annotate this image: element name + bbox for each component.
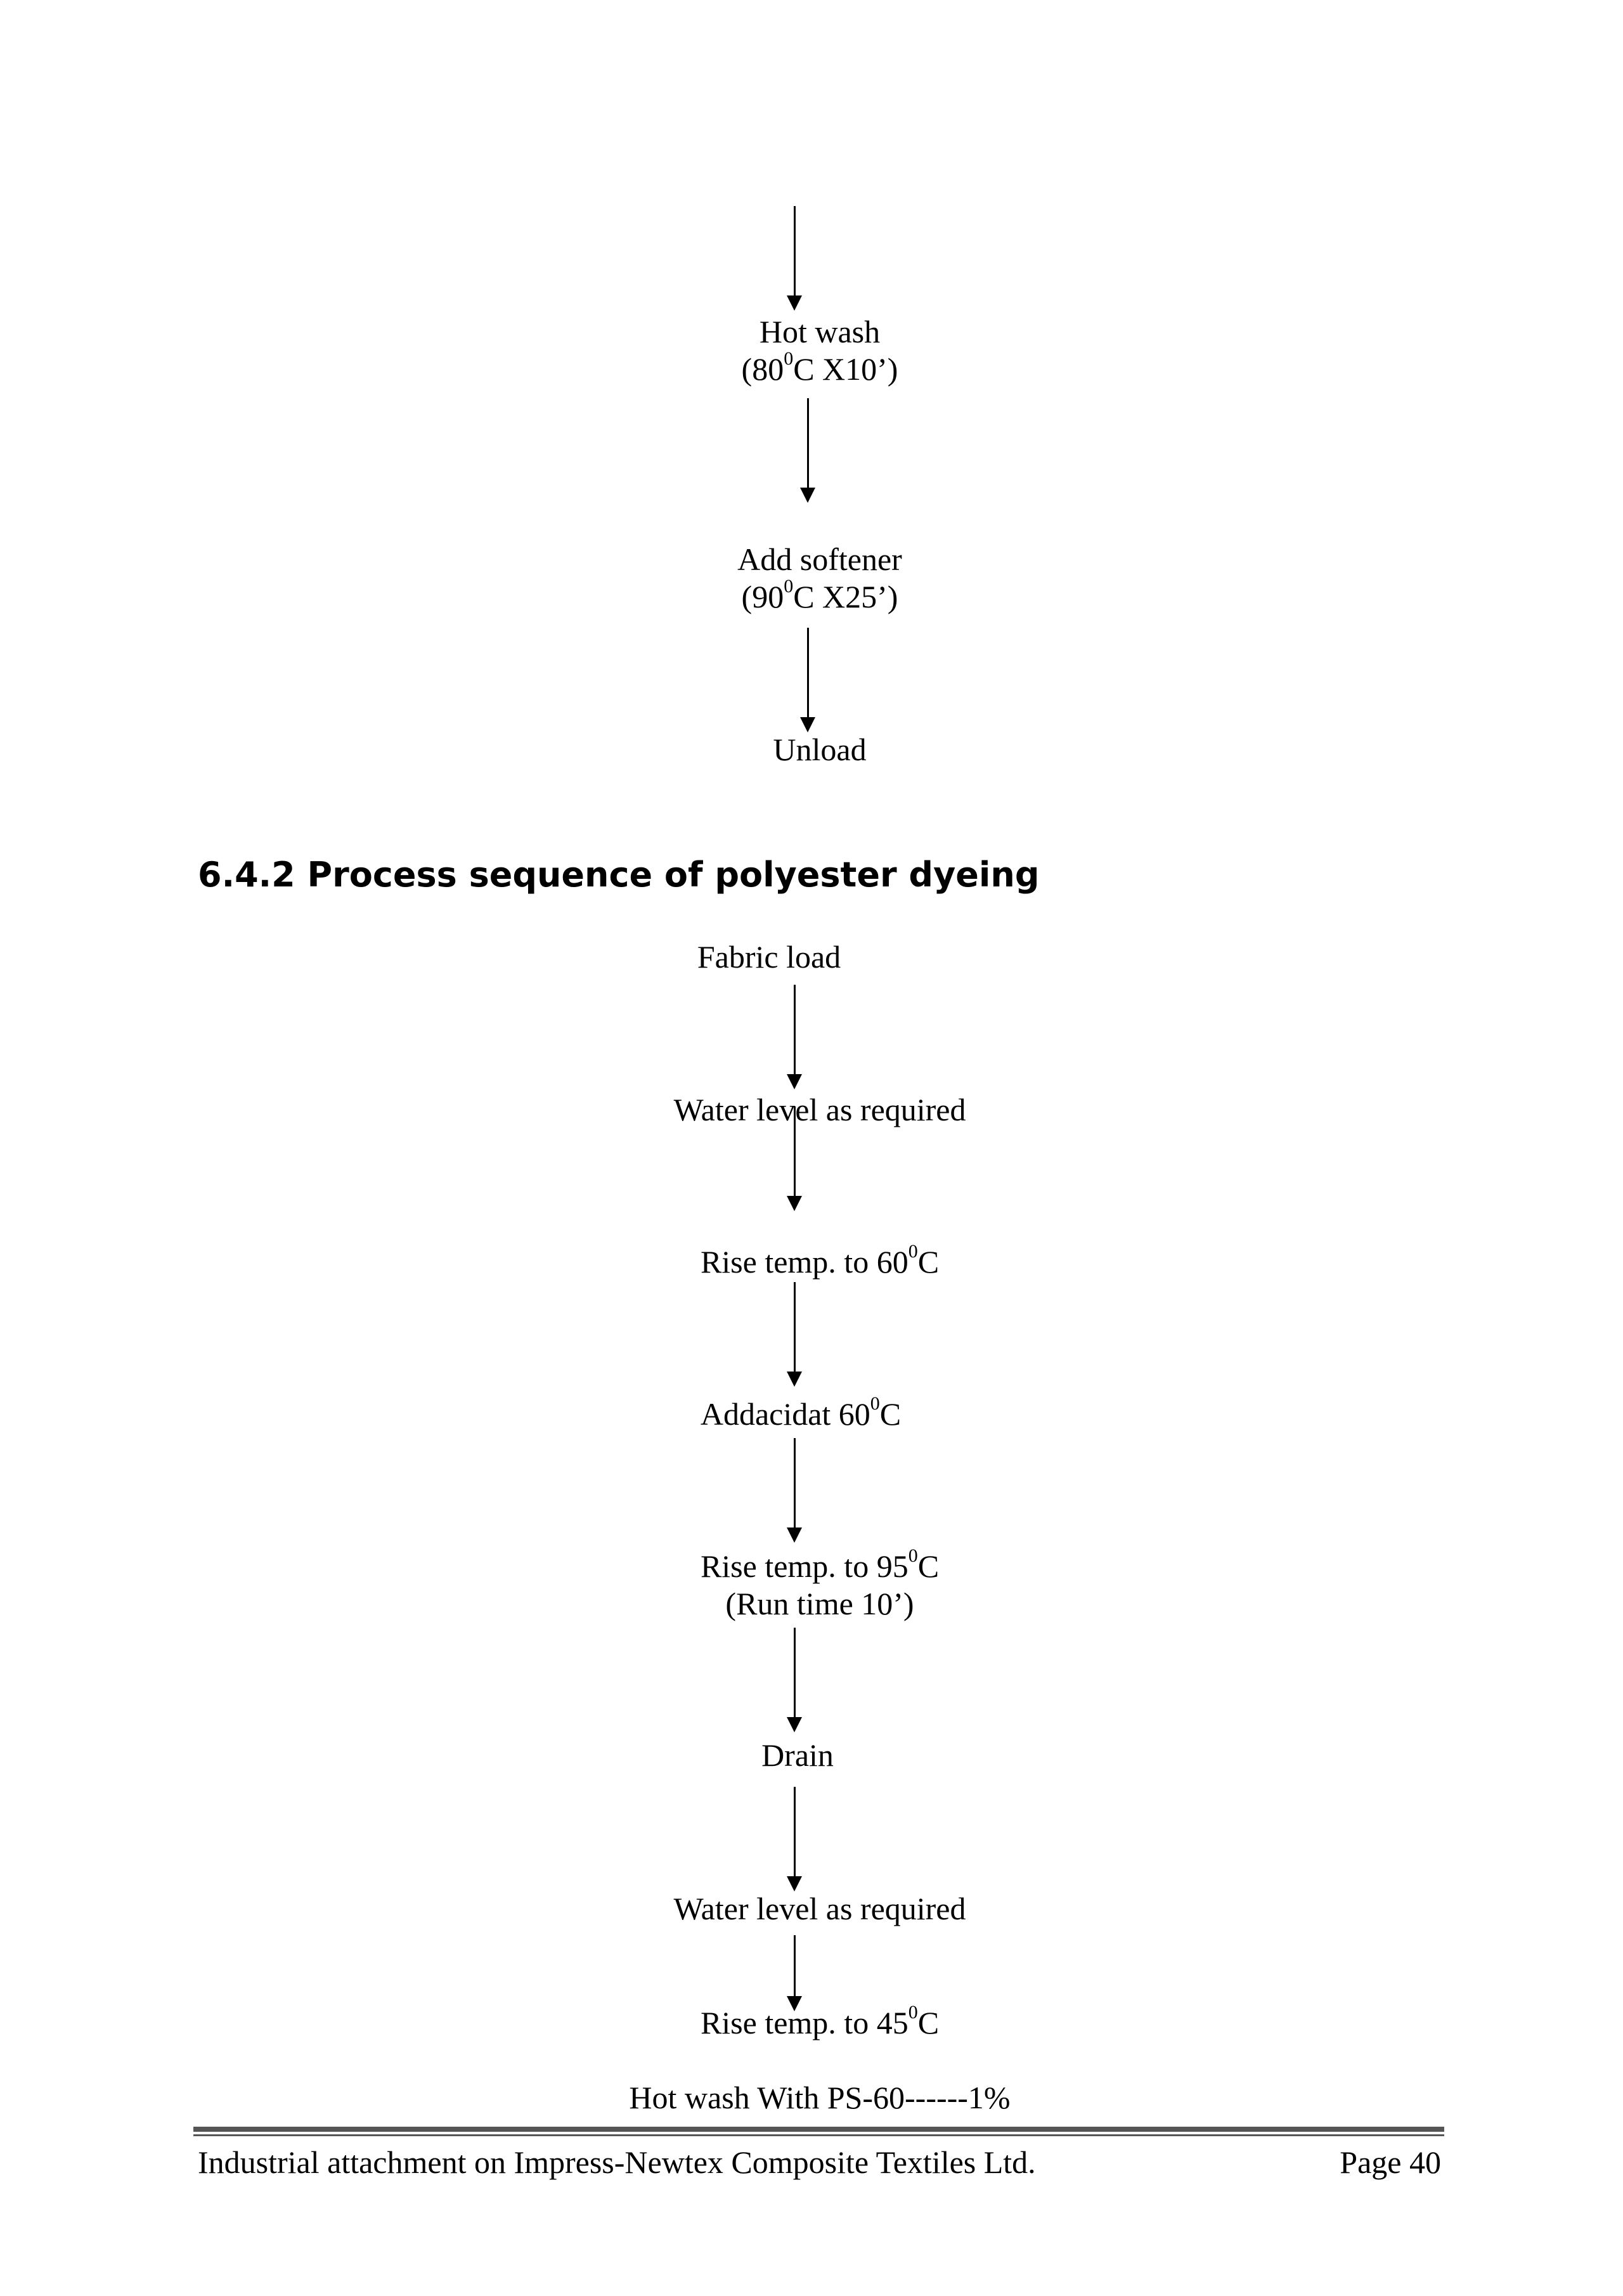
section-heading: 6.4.2 Process sequence of polyester dyei… bbox=[198, 855, 1040, 895]
step-fabric-load: Fabric load bbox=[697, 939, 841, 975]
step-rise-temp-60: Rise temp. to 600C bbox=[700, 1241, 940, 1280]
step-add-acid: Addacidat 600C bbox=[700, 1393, 902, 1432]
flow-arrow bbox=[785, 1282, 804, 1387]
flow-arrow bbox=[785, 206, 804, 311]
footer-rule bbox=[193, 2127, 1444, 2132]
flow-arrow bbox=[798, 628, 817, 732]
page-number: Page 40 bbox=[1340, 2144, 1441, 2180]
step-unload: Unload bbox=[773, 732, 867, 767]
step-rise-temp-45: Rise temp. to 450C bbox=[700, 2002, 940, 2040]
step-water-level: Water level as required bbox=[673, 1092, 966, 1127]
step-hot-wash: Hot wash bbox=[759, 314, 881, 349]
flow-arrow bbox=[785, 1628, 804, 1732]
footer-rule-thin bbox=[193, 2134, 1444, 2136]
flow-arrow bbox=[785, 1935, 804, 2011]
step-drain: Drain bbox=[761, 1737, 834, 1773]
step-water-level-2: Water level as required bbox=[673, 1891, 966, 1926]
step-hot-wash-detail: (800C X10’) bbox=[741, 348, 898, 387]
flow-arrow bbox=[785, 985, 804, 1089]
step-add-softener-detail: (900C X25’) bbox=[741, 576, 898, 614]
footer-title: Industrial attachment on Impress-Newtex … bbox=[198, 2144, 1036, 2180]
flow-arrow bbox=[785, 1106, 804, 1211]
step-add-softener: Add softener bbox=[737, 542, 902, 577]
flow-arrow bbox=[798, 398, 817, 503]
step-rise-temp-95: Rise temp. to 950C bbox=[700, 1545, 940, 1584]
step-hot-wash-ps60: Hot wash With PS-60------1% bbox=[629, 2080, 1011, 2115]
flow-arrow bbox=[785, 1438, 804, 1543]
flow-arrow bbox=[785, 1787, 804, 1891]
step-run-time: (Run time 10’) bbox=[725, 1586, 914, 1621]
